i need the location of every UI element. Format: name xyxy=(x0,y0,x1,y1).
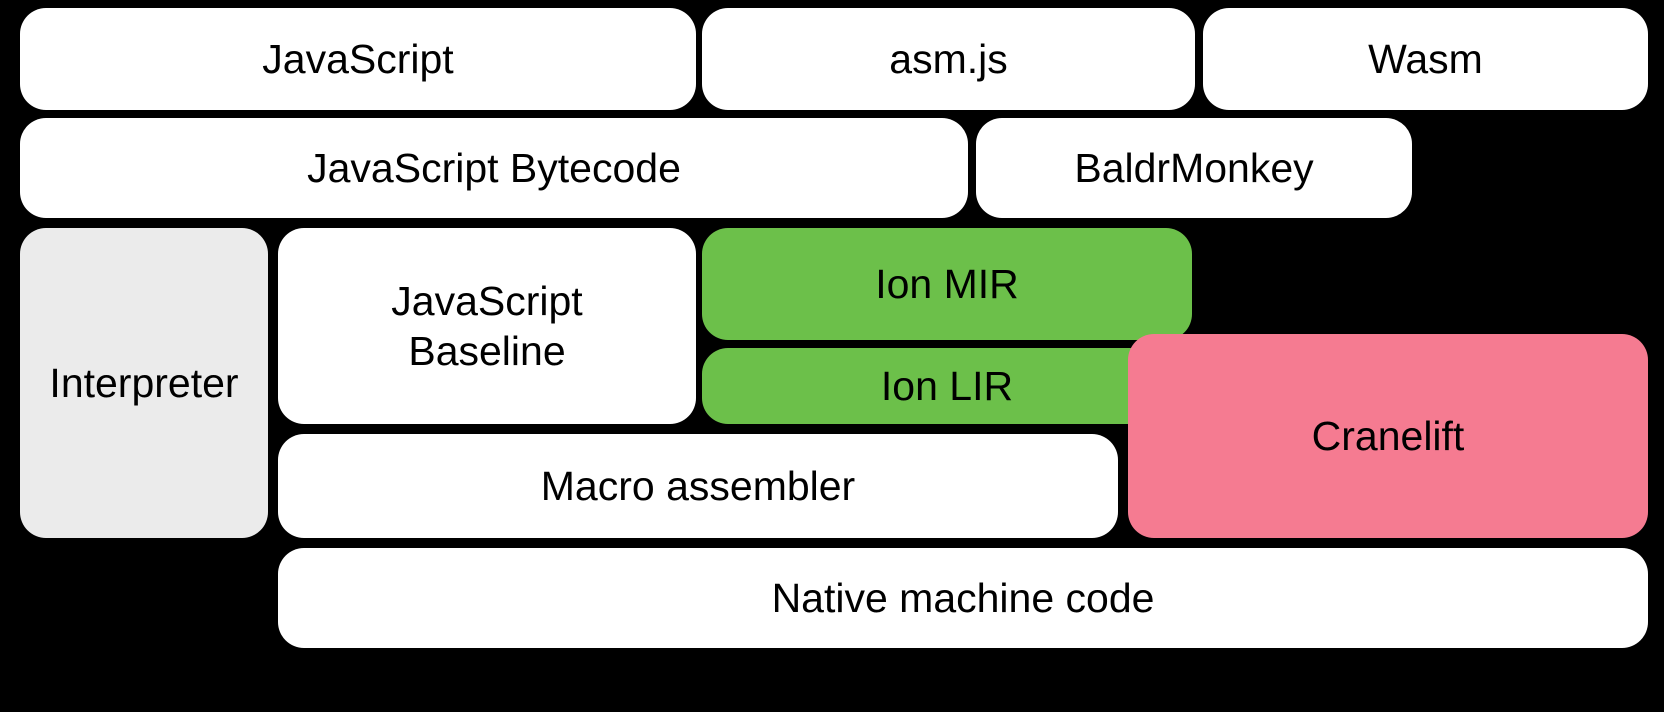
node-cranelift[interactable]: Cranelift xyxy=(1128,334,1648,538)
node-macro-assembler[interactable]: Macro assembler xyxy=(278,434,1118,538)
node-interpreter[interactable]: Interpreter xyxy=(20,228,268,538)
node-ion-lir[interactable]: Ion LIR xyxy=(702,348,1192,424)
node-javascript[interactable]: JavaScript xyxy=(20,8,696,110)
node-javascript-baseline[interactable]: JavaScript Baseline xyxy=(278,228,696,424)
node-asm-js[interactable]: asm.js xyxy=(702,8,1195,110)
node-native-machine-code[interactable]: Native machine code xyxy=(278,548,1648,648)
node-baldrmonkey[interactable]: BaldrMonkey xyxy=(976,118,1412,218)
node-ion-mir[interactable]: Ion MIR xyxy=(702,228,1192,340)
node-javascript-bytecode[interactable]: JavaScript Bytecode xyxy=(20,118,968,218)
node-wasm[interactable]: Wasm xyxy=(1203,8,1648,110)
